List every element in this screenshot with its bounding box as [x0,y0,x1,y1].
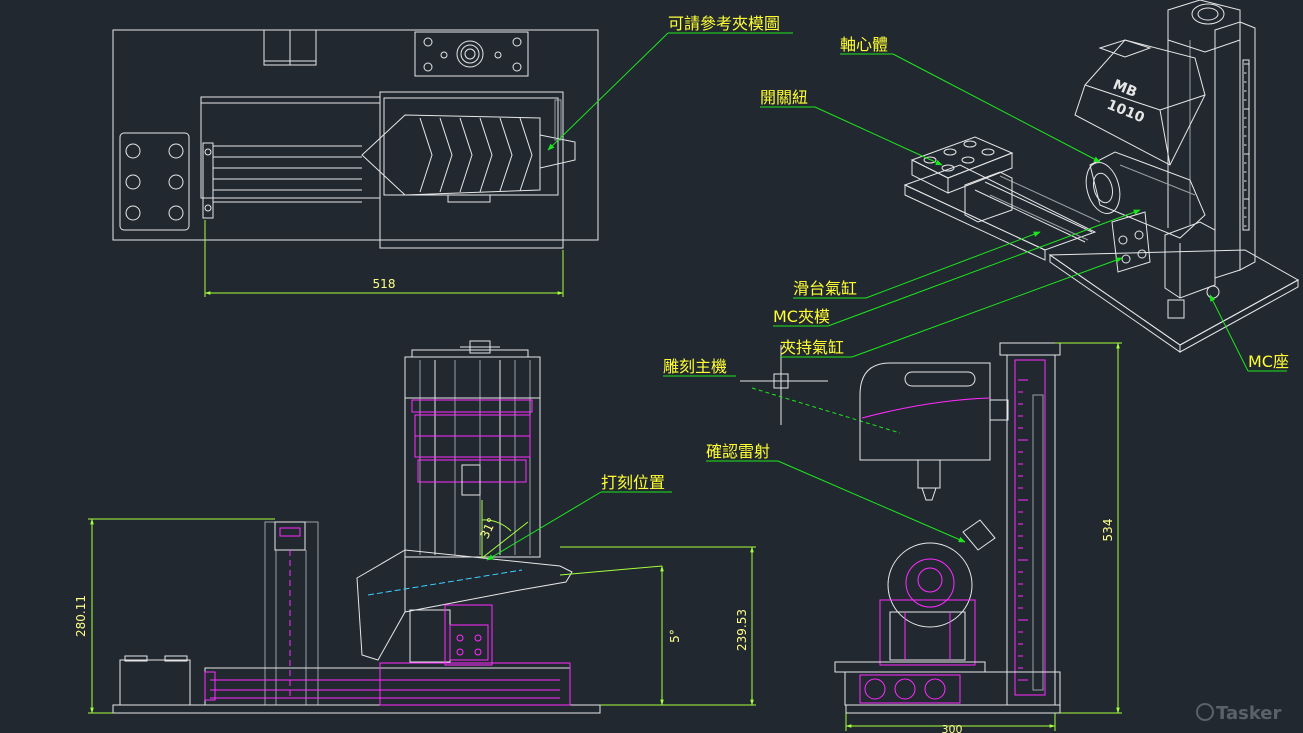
clamp-body-plan [361,91,576,249]
front-elevation [740,342,1061,714]
dimension-text: 518 [373,277,396,291]
crosshair-icon [740,345,828,425]
dimension-300: 300 [845,713,1056,733]
mounting-plate [414,31,529,77]
callout-confirm-laser: 確認雷射 [706,442,966,543]
callout-slide-cylinder: 滑台氣缸 [793,231,1041,299]
dimension-text: 280.11 [74,595,88,637]
rotary-chuck [879,542,976,666]
callout-mc-base: MC座 [1209,294,1289,372]
callout-label: 夾持氣缸 [780,338,844,357]
top-brackets [263,29,317,66]
callout-label: 確認雷射 [706,442,770,461]
tower-scale [1244,63,1249,227]
tasker-logo-icon [1196,703,1214,721]
dimension-518: 518 [204,220,564,297]
slide-base [204,662,571,706]
callout-label: 打刻位置 [601,473,665,492]
laser-pointer [962,519,996,551]
button-panel [119,132,190,231]
iso-clamp-bracket [1111,211,1151,273]
side-elevation [112,340,601,714]
front-base [834,661,1061,714]
callout-label: 軸心體 [840,35,888,54]
callout-label: 滑台氣缸 [793,279,857,298]
dimension-280-11: 280.11 [74,518,275,714]
dimension-text: 239.53 [735,609,749,651]
callout-label: MC座 [1248,352,1289,371]
iso-mc-seat [1164,221,1220,319]
dimension-text: 534 [1101,519,1115,542]
engraver-tower [404,340,541,558]
callout-engraver: 雕刻主機 [663,357,736,377]
control-box [119,655,191,706]
angle-text: 5° [668,629,682,643]
callout-label: 雕刻主機 [663,357,727,376]
laser-axis-line [751,387,901,434]
callout-spindle-body: 軸心體 [840,35,1101,163]
slide-cylinder-plan [200,96,381,219]
dimension-text: 300 [942,723,963,733]
column-scale [1018,379,1028,681]
iso-switch-block [910,136,1014,194]
callout-label: 可請參考夾模圖 [668,14,780,33]
clamp-block-side [409,604,493,666]
watermark: Tasker [1196,703,1282,724]
iso-tower [1167,0,1256,279]
callout-marking-position: 打刻位置 [486,473,672,561]
engraver-head [859,362,1009,501]
callout-label: 開關紐 [760,88,808,107]
watermark-text: Tasker [1216,703,1282,724]
support-column [264,521,319,706]
angle-5-deg: 5° [559,565,682,706]
callout-label: MC夾模 [773,307,830,326]
top-plan-view [112,29,599,249]
callout-clamp-cylinder: 夾持氣缸 [780,257,1123,358]
iso-chuck [1085,151,1206,239]
dimension-239-53: 239.53 [560,546,756,706]
callout-switch-button: 開關紐 [760,88,943,166]
callout-mc-clamp: MC夾模 [773,209,1141,327]
dimension-534: 534 [1055,342,1122,714]
iso-slide-rail [903,164,1101,261]
callout-clamp-ref: 可請參考夾模圖 [547,14,793,151]
